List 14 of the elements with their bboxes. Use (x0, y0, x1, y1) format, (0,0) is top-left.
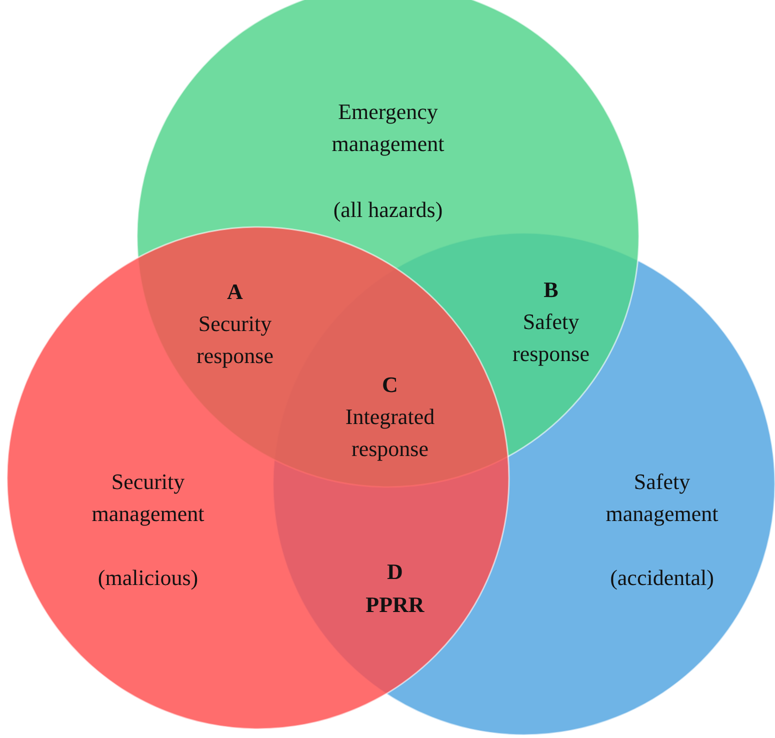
circle-title: Emergency management (330, 98, 446, 158)
region-label: Security response (196, 310, 274, 370)
region-letter: A (227, 278, 243, 306)
region-letter: D (387, 558, 403, 586)
region-letter: B (544, 276, 558, 304)
region-letter: C (382, 371, 398, 400)
circle-subtitle: (all hazards) (332, 196, 444, 224)
circle-subtitle: (accidental) (609, 564, 715, 592)
region-label: Safety response (512, 308, 590, 368)
circle-title: Security management (90, 468, 206, 528)
circle-subtitle: (malicious) (96, 564, 200, 592)
region-label: Integrated response (344, 403, 436, 463)
region-letter: PPRR (366, 591, 424, 620)
circle-title: Safety management (604, 468, 720, 528)
